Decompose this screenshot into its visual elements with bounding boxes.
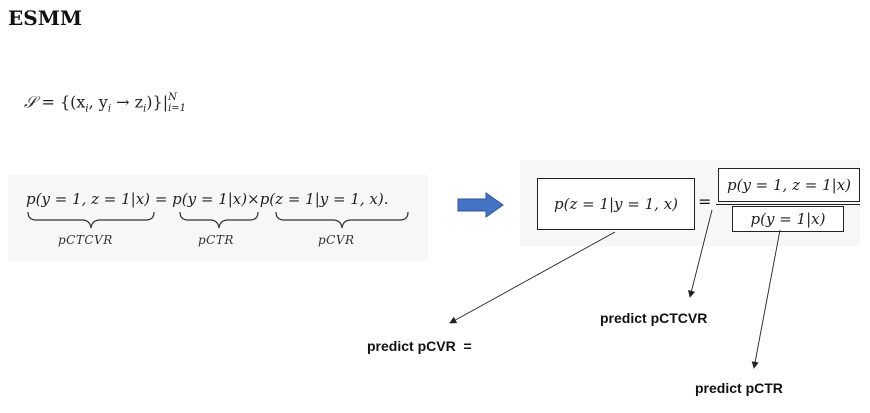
set-close: )}| — [146, 92, 169, 112]
times-sign: × — [247, 190, 260, 208]
term-pctcvr: p(y = 1, z = 1|x) — [26, 190, 151, 208]
set-symbol: 𝒮 — [24, 92, 37, 112]
term-pctr: p(y = 1|x) — [172, 190, 248, 208]
page-title: ESMM — [8, 6, 82, 30]
label-predict-pctr: predict pCTR — [695, 380, 783, 396]
derived-lhs: p(z = 1|y = 1, x) — [553, 195, 679, 213]
derived-denominator: p(y = 1|x) — [750, 210, 826, 228]
derived-equals: = — [698, 192, 712, 211]
equation-panel — [8, 175, 428, 261]
ctcvr-equation: p(y = 1, z = 1|x) = p(y = 1|x)×p(z = 1|y… — [26, 190, 389, 208]
underbrace-pctr — [179, 211, 259, 229]
sub-i-3: i — [143, 103, 147, 115]
label-pcvr: pCVR — [318, 233, 355, 247]
transition-arrow — [457, 192, 504, 218]
label-pctr: pCTR — [198, 233, 234, 247]
set-superscript: N — [168, 92, 177, 103]
period: . — [383, 190, 389, 208]
pointer-pctcvr — [688, 209, 713, 298]
set-arrow: → z — [111, 92, 144, 112]
set-body: = {(x — [41, 92, 86, 112]
box-denominator: p(y = 1|x) — [732, 206, 844, 232]
underbrace-pcvr — [275, 211, 409, 229]
box-pcvr: p(z = 1|y = 1, x) — [537, 178, 695, 230]
label-pctcvr: pCTCVR — [58, 233, 113, 247]
sub-i-1: i — [85, 103, 89, 115]
pointer-pctr — [751, 229, 781, 369]
equals-sign: = — [154, 190, 168, 208]
underbrace-pctcvr — [27, 211, 155, 229]
fraction-bar — [716, 204, 860, 205]
box-numerator: p(y = 1, z = 1|x) — [718, 168, 860, 202]
derived-numerator: p(y = 1, z = 1|x) — [726, 176, 852, 194]
term-pcvr: p(z = 1|y = 1, x) — [259, 190, 384, 208]
predict-pcvr-equals: = — [463, 338, 472, 354]
label-predict-pcvr: predict pCVR = — [367, 338, 472, 354]
set-mid: , y — [88, 92, 108, 112]
predict-pcvr-text: predict pCVR — [367, 338, 456, 354]
pointer-pcvr — [449, 231, 616, 324]
label-predict-pctcvr: predict pCTCVR — [600, 310, 708, 326]
set-subscript: i=1 — [168, 103, 187, 114]
sub-i-2: i — [107, 103, 112, 115]
